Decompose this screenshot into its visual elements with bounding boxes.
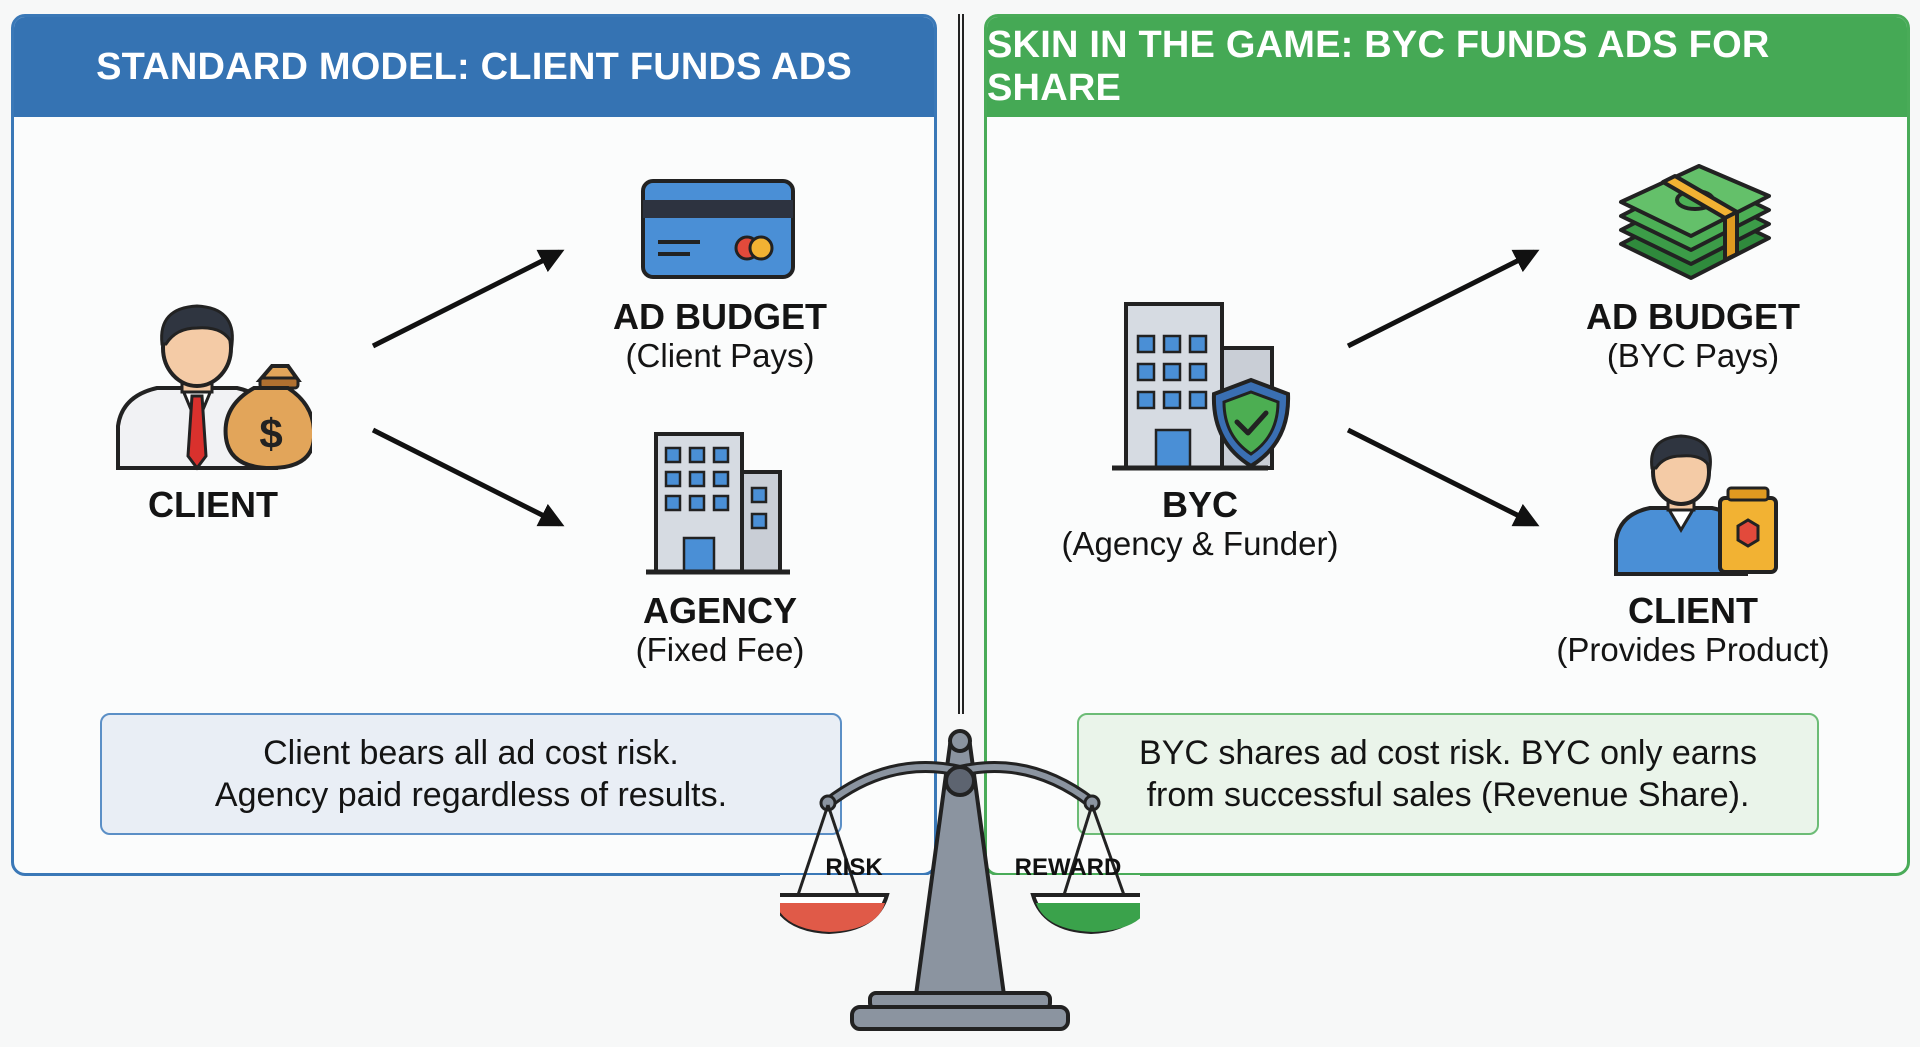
ad-budget-byc-label: AD BUDGET (BYC Pays): [1573, 296, 1813, 375]
standard-model-note: Client bears all ad cost risk. Agency pa…: [100, 713, 842, 835]
office-building-icon: [646, 432, 790, 575]
client-source-label: CLIENT: [113, 484, 313, 525]
credit-card-icon: [641, 179, 795, 279]
client-source-title: CLIENT: [148, 484, 278, 525]
risk-pan-label: RISK: [825, 854, 883, 881]
balance-scale-icon: RISK REWARD: [780, 729, 1140, 1031]
byc-subtitle: (Agency & Funder): [1061, 525, 1339, 563]
standard-note-line1: Client bears all ad cost risk.: [263, 733, 679, 772]
reward-pan-label: REWARD: [1015, 854, 1122, 881]
standard-model-header: STANDARD MODEL: CLIENT FUNDS ADS: [14, 17, 934, 117]
byc-ad-budget-title: AD BUDGET: [1586, 296, 1800, 337]
agency-title: AGENCY: [642, 590, 798, 631]
arrow-client-to-budget: [371, 249, 565, 349]
ad-budget-subtitle: (Client Pays): [625, 337, 815, 375]
ad-budget-client-label: AD BUDGET (Client Pays): [600, 296, 840, 375]
arrow-client-to-agency: [371, 427, 565, 527]
skin-in-the-game-header: SKIN IN THE GAME: BYC FUNDS ADS FOR SHAR…: [987, 17, 1907, 117]
building-with-shield-icon: [1112, 302, 1291, 471]
byc-title: BYC: [1161, 484, 1238, 525]
standard-note-line2: Agency paid regardless of results.: [214, 776, 728, 814]
ad-budget-title: AD BUDGET: [613, 296, 827, 337]
skin-note-line1: BYC shares ad cost risk. BYC only earns: [1139, 733, 1757, 772]
byc-ad-budget-subtitle: (BYC Pays): [1606, 337, 1780, 375]
agency-subtitle: (Fixed Fee): [635, 631, 805, 669]
skin-note-line2: from successful sales (Revenue Share).: [1146, 776, 1750, 814]
client-provider-label: CLIENT (Provides Product): [1533, 590, 1853, 669]
svg-text:$: $: [259, 410, 282, 457]
arrow-byc-to-budget: [1346, 249, 1540, 349]
client-with-product-box-icon: [1614, 434, 1778, 576]
client-with-money-bag-icon: $: [116, 304, 312, 471]
client-provider-title: CLIENT: [1628, 590, 1758, 631]
panel-divider: [958, 14, 964, 714]
arrow-byc-to-client: [1346, 427, 1540, 527]
client-provider-subtitle: (Provides Product): [1556, 631, 1830, 669]
skin-in-the-game-note: BYC shares ad cost risk. BYC only earns …: [1077, 713, 1819, 835]
byc-source-label: BYC (Agency & Funder): [1040, 484, 1360, 563]
cash-stack-icon: [1619, 164, 1771, 280]
agency-label: AGENCY (Fixed Fee): [600, 590, 840, 669]
